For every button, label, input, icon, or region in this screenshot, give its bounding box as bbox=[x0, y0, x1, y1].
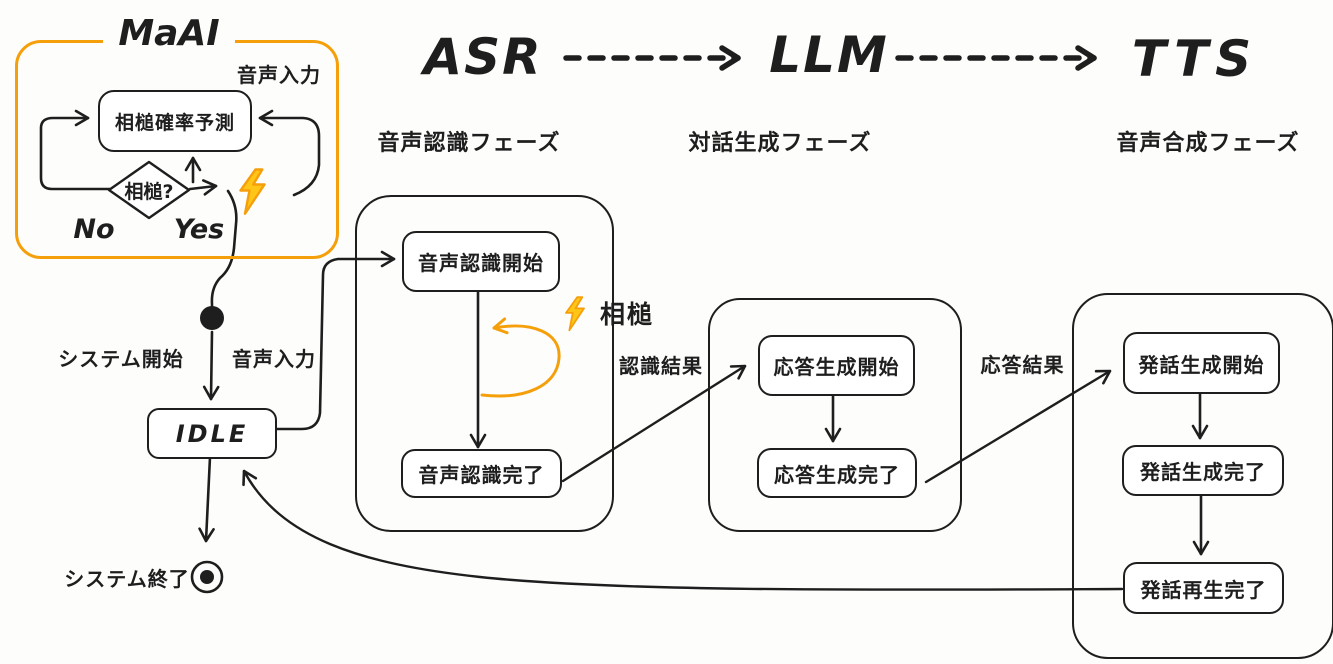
maai-decision-diamond bbox=[107, 160, 191, 220]
response-result-label: 応答結果 bbox=[980, 352, 1065, 377]
maai-decision-label: 相槌? bbox=[124, 180, 174, 203]
voice-input-label: 音声入力 bbox=[232, 346, 316, 371]
edge-start-to-idle bbox=[202, 330, 220, 401]
edge-asr-to-llm bbox=[561, 364, 747, 483]
node-tts-start: 発話生成開始 bbox=[1123, 332, 1280, 394]
edge-llm-to-tts bbox=[924, 369, 1112, 484]
edge-maai-yes-down bbox=[210, 189, 238, 311]
edge-maai-decision-right bbox=[188, 179, 218, 196]
header-tts: TTS bbox=[1131, 30, 1259, 88]
maai-no-label: No bbox=[73, 213, 115, 245]
llm-phase-label: 対話生成フェーズ bbox=[688, 131, 872, 156]
header-asr: ASR bbox=[423, 28, 543, 86]
node-tts-done: 発話生成完了 bbox=[1122, 445, 1284, 496]
node-asr-done: 音声認識完了 bbox=[401, 449, 562, 498]
recognition-result-label: 認識結果 bbox=[619, 353, 703, 378]
edge-maai-voice-input-hook bbox=[258, 109, 321, 197]
maai-title: MaAI bbox=[103, 10, 235, 56]
edge-tts-play-to-idle bbox=[242, 469, 1124, 591]
edge-asr-backchannel-loop bbox=[480, 317, 561, 398]
node-backchannel-prediction: 相槌確率予測 bbox=[98, 90, 252, 152]
edge-idle-to-asr-start bbox=[274, 250, 396, 431]
header-llm: LLM bbox=[769, 26, 889, 84]
edge-idle-to-end bbox=[198, 455, 215, 543]
node-asr-start: 音声認識開始 bbox=[402, 231, 560, 292]
edge-maai-no-loop bbox=[39, 109, 112, 191]
asr-phase-label: 音声認識フェーズ bbox=[377, 131, 561, 156]
system-end-label: システム終了 bbox=[64, 566, 190, 591]
llm-phase-container bbox=[708, 298, 962, 532]
node-tts-play-done: 発話再生完了 bbox=[1123, 562, 1284, 614]
final-state-inner bbox=[200, 570, 214, 584]
backchannel-label: 相槌 bbox=[599, 300, 654, 329]
final-state-outer bbox=[190, 560, 224, 594]
maai-voice-input-label: 音声入力 bbox=[237, 62, 321, 87]
node-llm-start: 応答生成開始 bbox=[758, 335, 915, 396]
node-llm-done: 応答生成完了 bbox=[757, 448, 917, 498]
initial-state-dot bbox=[200, 306, 224, 330]
asr-phase-container bbox=[355, 195, 614, 532]
system-start-label: システム開始 bbox=[58, 346, 184, 371]
maai-yes-label: Yes bbox=[173, 213, 225, 245]
tts-phase-label: 音声合成フェーズ bbox=[1116, 131, 1300, 156]
node-idle: IDLE bbox=[147, 408, 277, 459]
